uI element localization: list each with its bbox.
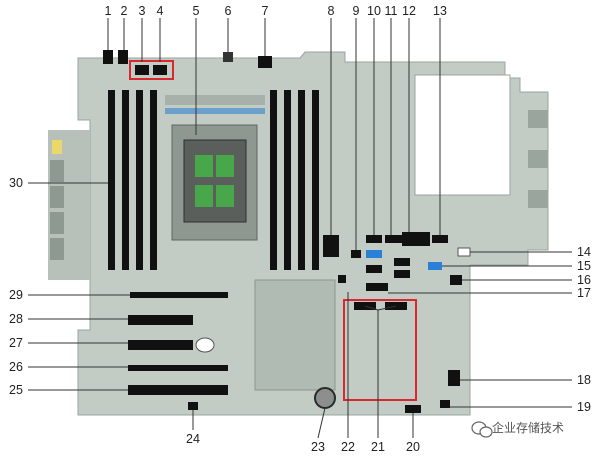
- callout-label-23: 23: [311, 440, 325, 454]
- sata-connector: [366, 265, 382, 273]
- cutout-region: [414, 74, 511, 196]
- connector-16: [450, 275, 462, 285]
- pcie-slot-27: [128, 340, 193, 350]
- pcie-slot-28: [128, 315, 193, 325]
- sata-connector-11: [385, 235, 405, 243]
- cpu-die: [216, 185, 234, 207]
- callout-label-25: 25: [9, 383, 23, 397]
- connector-3: [135, 65, 149, 75]
- front-io-connector: [528, 150, 548, 168]
- power-connector-2: [118, 50, 128, 64]
- callout-label-3: 3: [138, 4, 146, 18]
- wechat-icon: [471, 421, 493, 438]
- connector-15: [428, 262, 442, 270]
- callout-label-15: 15: [577, 259, 591, 273]
- callout-label-28: 28: [9, 312, 23, 326]
- dimm-slot: [284, 90, 291, 270]
- callout-label-19: 19: [577, 400, 591, 414]
- m2-slot-area: [343, 299, 417, 401]
- callout-label-10: 10: [367, 4, 381, 18]
- connector-4: [153, 65, 167, 75]
- dimm-slot: [312, 90, 319, 270]
- pcie-slot-26: [128, 365, 228, 371]
- callout-label-26: 26: [9, 360, 23, 374]
- leader-lines: [28, 18, 572, 439]
- callout-label-14: 14: [577, 245, 591, 259]
- power-connector-1: [103, 50, 113, 64]
- audio-jack: [52, 140, 62, 154]
- connector-24: [188, 402, 198, 410]
- vrm-row: [165, 95, 265, 105]
- callout-label-30: 30: [9, 176, 23, 190]
- front-io-connector: [528, 190, 548, 208]
- callout-label-24: 24: [186, 432, 200, 446]
- connector-14: [457, 247, 471, 257]
- cmos-battery: [314, 387, 336, 409]
- callout-label-2: 2: [120, 4, 128, 18]
- connector-9: [351, 250, 361, 258]
- chipset-heatsink: [254, 279, 336, 391]
- power-connector-12: [402, 232, 430, 246]
- callout-label-20: 20: [406, 440, 420, 454]
- callout-label-21: 21: [371, 440, 385, 454]
- usb-port: [50, 212, 64, 234]
- highlighted-connector-group: [129, 60, 174, 80]
- callout-label-16: 16: [577, 273, 591, 287]
- callout-label-22: 22: [341, 440, 355, 454]
- callout-label-1: 1: [104, 4, 112, 18]
- pcie-slot-29: [130, 292, 228, 298]
- callout-label-4: 4: [156, 4, 164, 18]
- dimm-slot: [108, 90, 115, 270]
- connector-17: [366, 283, 388, 291]
- cpu-die: [216, 155, 234, 177]
- usb-port: [50, 238, 64, 260]
- connector-19: [440, 400, 450, 408]
- connector-13: [432, 235, 448, 243]
- connector-10: [366, 235, 382, 243]
- callout-label-5: 5: [192, 4, 200, 18]
- callout-label-29: 29: [9, 288, 23, 302]
- connector-18: [448, 370, 460, 386]
- sata-connector: [366, 250, 382, 258]
- front-io-connector: [528, 110, 548, 128]
- cpu-die: [195, 155, 213, 177]
- wechat-icon: [470, 420, 488, 435]
- connector-20: [405, 405, 421, 413]
- power-connector-7: [258, 56, 272, 68]
- callout-label-9: 9: [352, 4, 360, 18]
- logo-badge: [195, 337, 215, 353]
- connector: [338, 275, 346, 283]
- dimm-slot: [122, 90, 129, 270]
- callout-label-6: 6: [224, 4, 232, 18]
- dimm-slot: [270, 90, 277, 270]
- dimm-slot: [136, 90, 143, 270]
- callout-label-27: 27: [9, 336, 23, 350]
- usb-port: [50, 160, 64, 182]
- callout-label-18: 18: [577, 373, 591, 387]
- vrm-row: [165, 108, 265, 114]
- cpu-socket: [183, 139, 247, 223]
- callout-label-12: 12: [402, 4, 416, 18]
- callout-label-17: 17: [577, 286, 591, 300]
- watermark-text: 企业存储技术: [492, 421, 565, 435]
- callout-label-8: 8: [327, 4, 335, 18]
- connector-6: [223, 52, 233, 62]
- dimm-slot: [150, 90, 157, 270]
- cpu-die: [195, 185, 213, 207]
- sata-connector: [394, 270, 410, 278]
- callout-label-13: 13: [433, 4, 447, 18]
- callout-label-11: 11: [384, 4, 398, 18]
- dimm-slot: [298, 90, 305, 270]
- power-connector-8: [323, 235, 339, 257]
- callout-label-7: 7: [261, 4, 269, 18]
- watermark: 企业存储技术: [470, 419, 564, 436]
- pcie-slot-25: [128, 385, 228, 395]
- sata-connector: [394, 258, 410, 266]
- usb-port: [50, 186, 64, 208]
